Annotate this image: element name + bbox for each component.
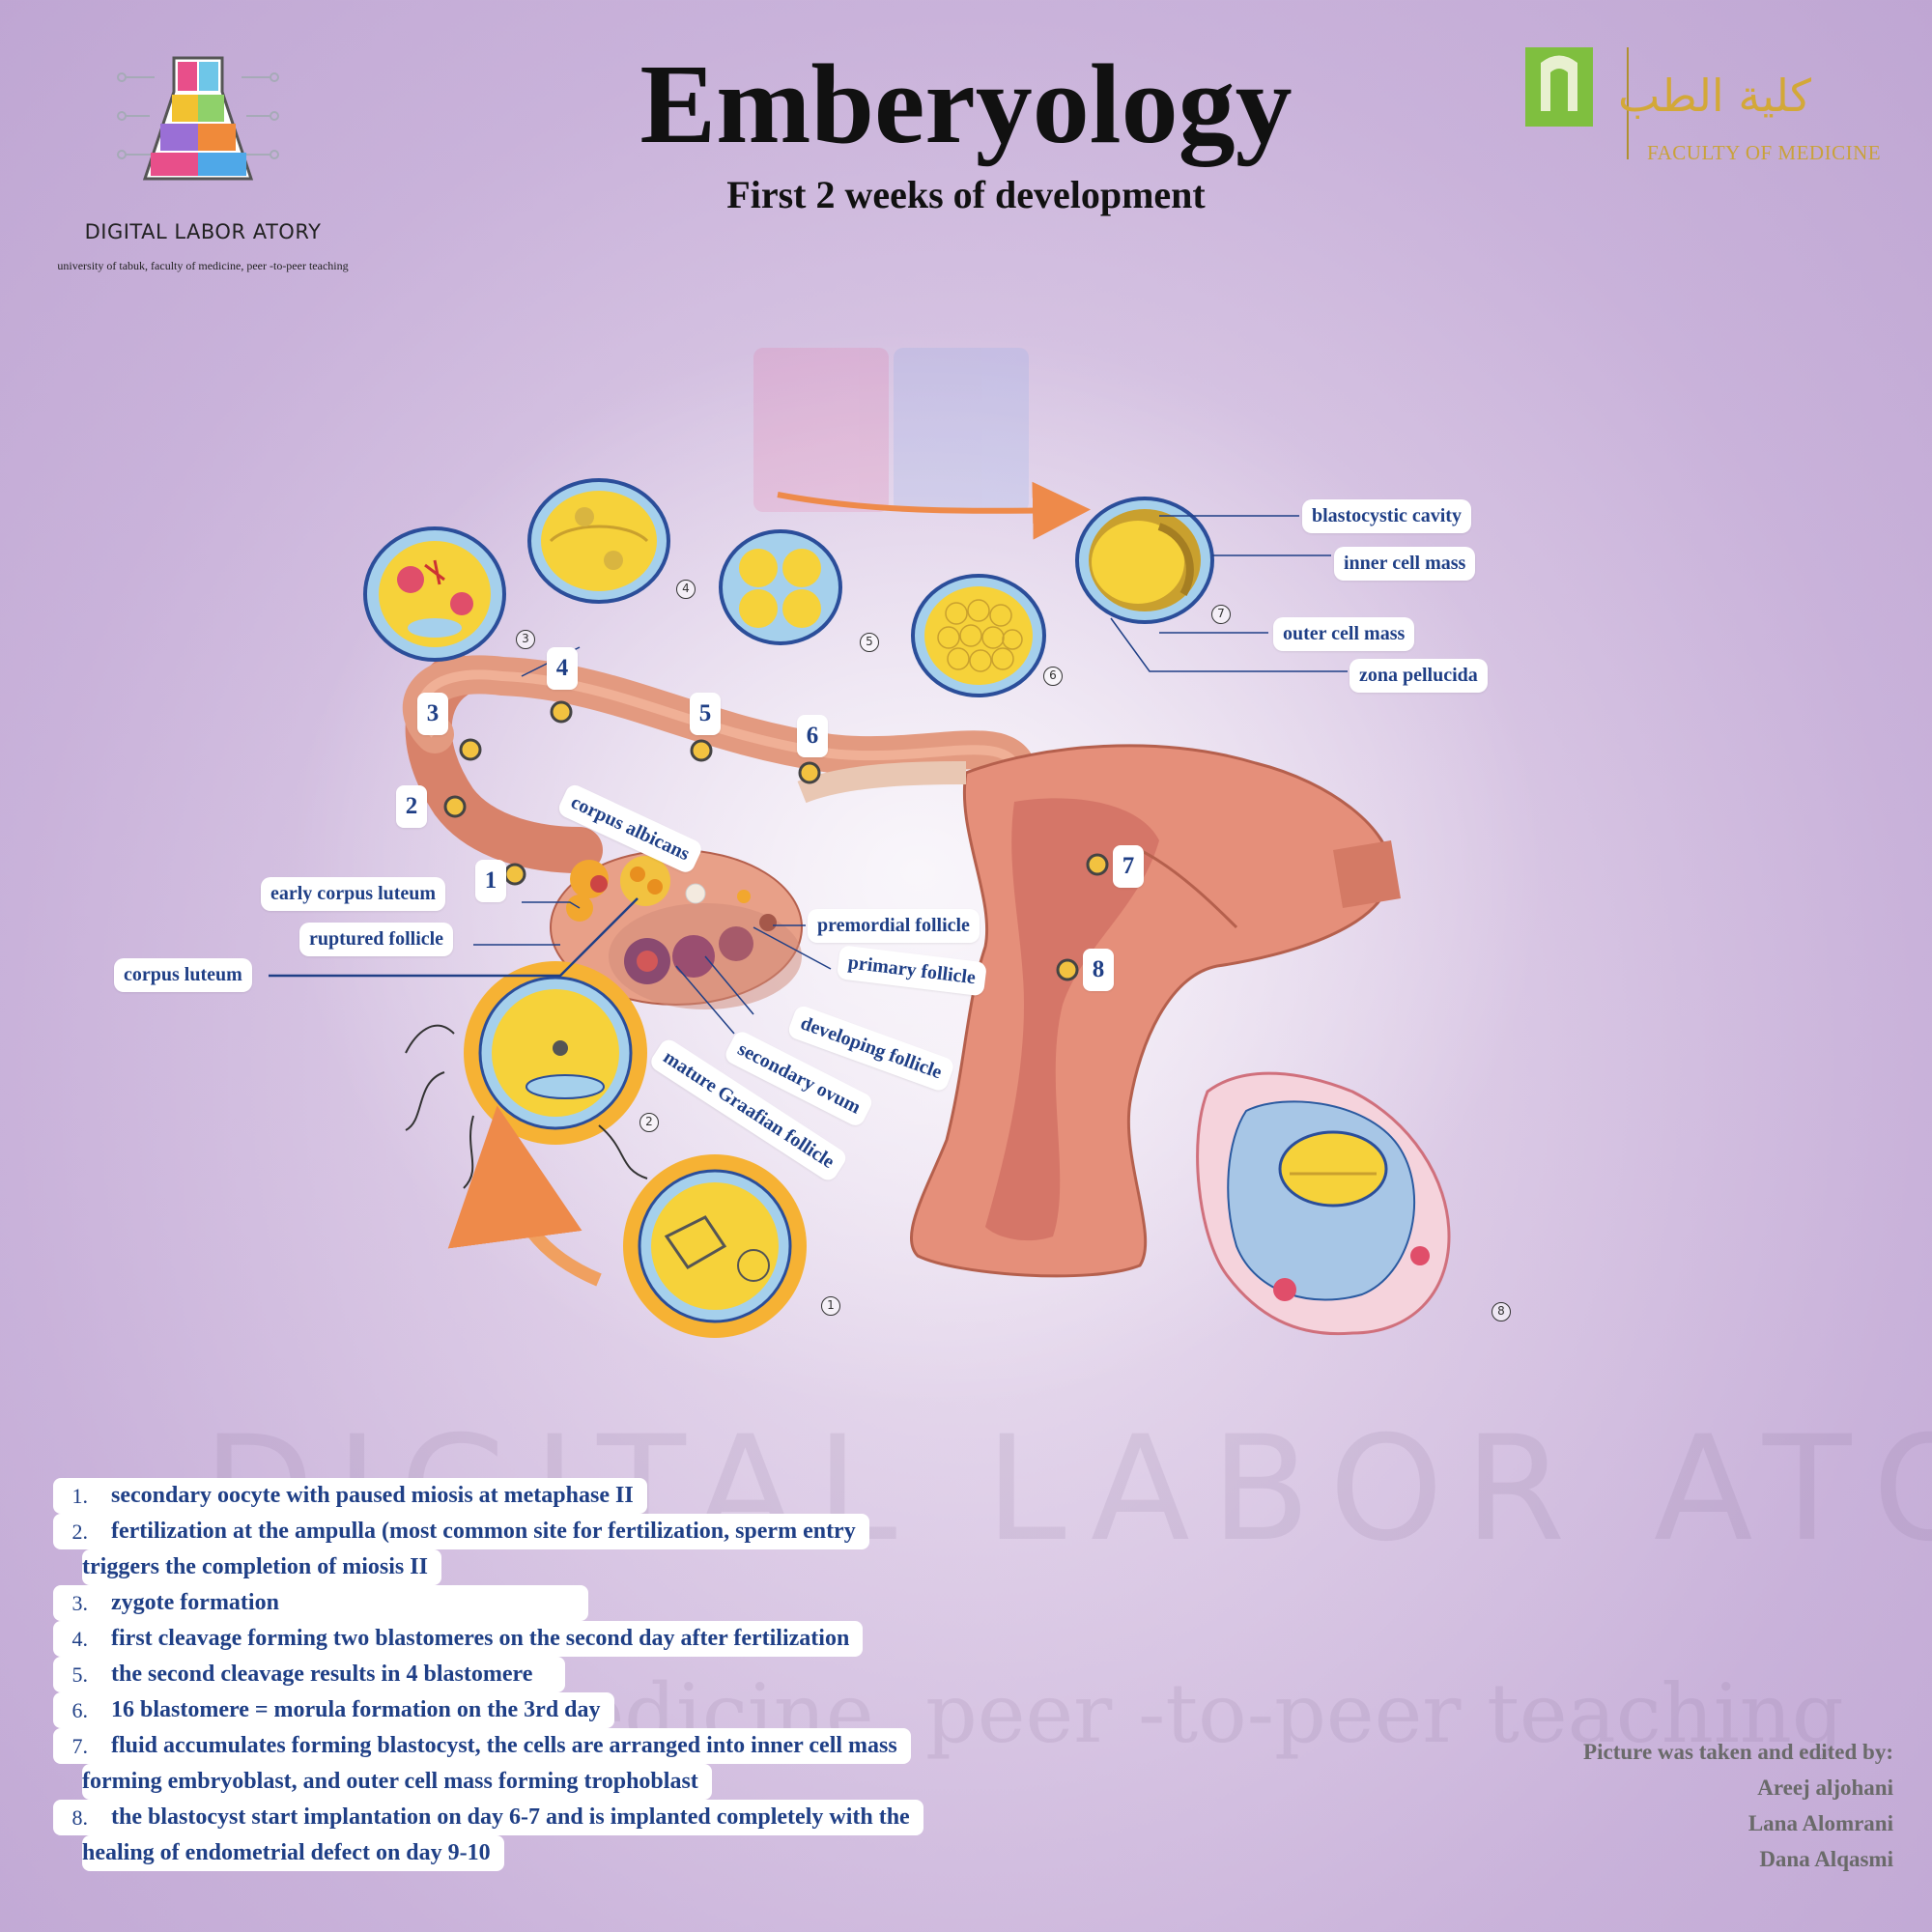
- step-4: 4. first cleavage forming two blastomere…: [53, 1621, 1029, 1657]
- cell-secondary-oocyte: [623, 1154, 807, 1338]
- step-4-line-1: first cleavage forming two blastomeres o…: [53, 1621, 864, 1657]
- position-number-7: 7: [1113, 845, 1144, 888]
- step-5-line-1: the second cleavage results in 4 blastom…: [53, 1657, 566, 1692]
- page-title: Emberyology: [639, 41, 1293, 167]
- step-8: 8. the blastocyst start implantation on …: [53, 1800, 1029, 1871]
- step-1-line-1: secondary oocyte with paused miosis at m…: [53, 1478, 647, 1514]
- label-ruptured-follicle: ruptured follicle: [299, 923, 454, 956]
- cell-morula: [911, 574, 1046, 697]
- position-number-4: 4: [547, 647, 578, 690]
- stage-label-8: 8: [1492, 1302, 1511, 1321]
- university-logo-icon: كلية الطب: [1525, 47, 1811, 159]
- step-2-line-2: triggers the completion of miosis II: [82, 1549, 441, 1585]
- stage-label-7: 7: [1211, 605, 1231, 624]
- lab-tagline: university of tabuk, faculty of medicine…: [57, 259, 349, 272]
- page-subtitle: First 2 weeks of development: [726, 173, 1206, 216]
- stage-label-2: 2: [639, 1113, 659, 1132]
- label-premordial-follicle: premordial follicle: [808, 909, 980, 943]
- step-2: 2. fertilization at the ampulla (most co…: [53, 1514, 1029, 1585]
- credit-name-3: Dana Alqasmi: [1759, 1847, 1893, 1871]
- watermark-flask: [753, 348, 1029, 512]
- stage-label-1: 1: [821, 1296, 840, 1316]
- position-number-5: 5: [690, 693, 721, 735]
- credits-heading: Picture was taken and edited by:: [1583, 1740, 1893, 1764]
- position-number-8: 8: [1083, 949, 1114, 991]
- label-blastocystic-cavity: blastocystic cavity: [1302, 499, 1471, 533]
- ligament: [1333, 840, 1401, 908]
- credit-name-2: Lana Alomrani: [1747, 1811, 1893, 1835]
- step-7: 7. fluid accumulates forming blastocyst,…: [53, 1728, 1029, 1800]
- steps-list: 1. secondary oocyte with paused miosis a…: [53, 1478, 1029, 1871]
- stage-label-4: 4: [676, 580, 696, 599]
- credits: Picture was taken and edited by: Areej a…: [1410, 1734, 1893, 1877]
- label-outer-cell-mass: outer cell mass: [1273, 617, 1415, 651]
- faculty-name: FACULTY OF MEDICINE: [1647, 141, 1882, 164]
- position-number-2: 2: [396, 785, 427, 828]
- step-8-line-2: healing of endometrial defect on day 9-1…: [82, 1835, 504, 1871]
- cell-fertilization: [405, 961, 648, 1189]
- top-arrow: [777, 481, 1091, 540]
- stage-label-6: 6: [1043, 667, 1063, 686]
- label-zona-pellucida: zona pellucida: [1350, 659, 1488, 693]
- ovarian-ligament: [797, 761, 967, 804]
- cell-blastocyst: [1075, 497, 1214, 624]
- cell-two-blastomeres: [527, 478, 670, 604]
- label-corpus-luteum: corpus luteum: [114, 958, 252, 992]
- stage-label-5: 5: [860, 633, 879, 652]
- position-number-6: 6: [797, 715, 828, 757]
- step-1: 1. secondary oocyte with paused miosis a…: [53, 1478, 1029, 1514]
- step-3: 3. zygote formation: [53, 1585, 1029, 1621]
- label-inner-cell-mass: inner cell mass: [1334, 547, 1476, 581]
- position-number-1: 1: [475, 860, 506, 902]
- step-3-line-1: zygote formation: [53, 1585, 588, 1621]
- step-2-line-1: fertilization at the ampulla (most commo…: [53, 1514, 869, 1549]
- step-8-line-1: the blastocyst start implantation on day…: [53, 1800, 923, 1835]
- faculty-arabic: كلية الطب: [1618, 70, 1811, 122]
- position-number-3: 3: [417, 693, 448, 735]
- step-6: 6. 16 blastomere = morula formation on t…: [53, 1692, 1029, 1728]
- step-5: 5. the second cleavage results in 4 blas…: [53, 1657, 1029, 1692]
- credit-name-1: Areej aljohani: [1757, 1776, 1893, 1800]
- lab-name: DIGITAL LABOR ATORY: [84, 220, 322, 243]
- uterine-cavity: [985, 798, 1159, 1241]
- step-7-line-1: fluid accumulates forming blastocyst, th…: [53, 1728, 911, 1764]
- flask-logo-icon: [117, 56, 279, 181]
- bottom-arrow: [447, 1105, 602, 1287]
- cell-zygote: [363, 526, 506, 662]
- cell-four-blastomeres: [719, 529, 842, 645]
- label-early-corpus-luteum: early corpus luteum: [261, 877, 446, 911]
- cell-implantation: [1196, 1071, 1451, 1336]
- stage-label-3: 3: [516, 630, 535, 649]
- tube-embryos: [443, 700, 1109, 981]
- step-7-line-2: forming embryoblast, and outer cell mass…: [82, 1764, 712, 1800]
- step-6-line-1: 16 blastomere = morula formation on the …: [53, 1692, 614, 1728]
